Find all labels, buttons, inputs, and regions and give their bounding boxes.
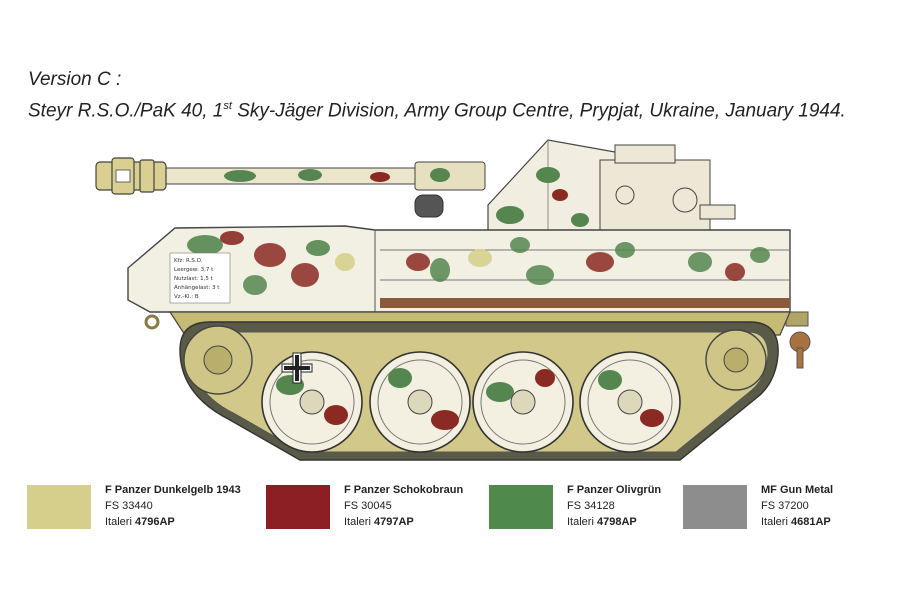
color-palette: F Panzer Dunkelgelb 1943 FS 33440 Italer… [0,480,900,540]
vehicle-suffix: Sky-Jäger Division, Army Group Centre, P… [231,100,846,122]
color-name: F Panzer Schokobraun [344,484,464,496]
vehicle-description: Steyr R.S.O./PaK 40, 1st Sky-Jäger Divis… [28,93,846,124]
fs-code: FS 37200 [761,500,809,512]
version-label: Version C : [28,69,122,90]
color-name: F Panzer Dunkelgelb 1943 [105,484,241,496]
italeri-code: Italeri 4798AP [567,516,637,528]
stencil-line: Kfz: R.S.O. [174,258,203,264]
swatch-chip [683,485,747,529]
stencil-line: Anhängelast: 3 t [174,285,220,291]
muzzle-brake [95,157,167,195]
gun-carriage [599,144,736,231]
ordinal-suffix: st [223,100,232,112]
color-name: MF Gun Metal [761,484,834,496]
fs-code: FS 34128 [567,500,615,512]
front-tow-hook [144,314,160,330]
stencil-plate: Kfz: R.S.O. Leergew: 3,7 t Nutzlast: 1,5… [169,252,231,304]
hull [127,225,791,313]
vehicle-illustration: Kfz: R.S.O. Leergew: 3,7 t Nutzlast: 1,5… [95,139,811,461]
stencil-line: Vz.-Kl.: B [174,294,199,300]
road-wheel [261,351,363,453]
vehicle-prefix: Steyr R.S.O./PaK 40, 1 [28,100,224,122]
italeri-code: Italeri 4681AP [761,516,831,528]
road-wheel [579,351,681,453]
road-wheel [472,351,574,453]
drive-sprocket [183,325,253,395]
fs-code: FS 33440 [105,500,153,512]
caption: Version C : Steyr R.S.O./PaK 40, 1st Sky… [28,66,846,124]
swatch-chip [489,485,553,529]
stencil-line: Leergew: 3,7 t [174,267,214,273]
swatch-chip [27,485,91,529]
fs-code: FS 30045 [344,500,392,512]
color-name: F Panzer Olivgrün [567,484,662,496]
gun-barrel [159,161,486,218]
road-wheel [369,351,471,453]
balkenkreuz-insignia [281,352,313,384]
stencil-line: Nutzlast: 1,5 t [174,276,214,282]
swatch-chip [266,485,330,529]
italeri-code: Italeri 4796AP [105,516,175,528]
idler-wheel [705,329,767,391]
italeri-code: Italeri 4797AP [344,516,414,528]
rear-tow-hook [785,311,811,369]
